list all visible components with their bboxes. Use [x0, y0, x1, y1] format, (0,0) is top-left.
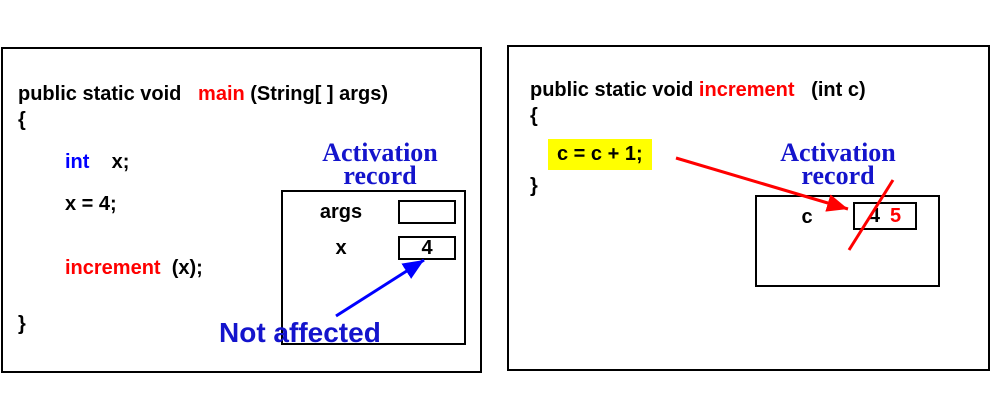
close-brace: } [18, 313, 26, 335]
keyword-main: main [198, 83, 245, 105]
x-value: 4 [421, 236, 433, 259]
x-value-box: 4 [398, 236, 456, 260]
keyword-increment: increment [698, 79, 795, 101]
signature-post: (String[ ] args) [244, 83, 389, 105]
call-rest: (x); [160, 257, 203, 279]
assignment-line: x = 4; [65, 193, 117, 215]
activation-title-line1: Activation [322, 138, 438, 167]
x-label: x [335, 237, 347, 259]
signature-pre: public static void [18, 83, 199, 105]
keyword-increment-call: increment [65, 257, 161, 279]
args-value-box [398, 200, 456, 224]
activation-record-title: Activation record [738, 140, 938, 190]
args-label: args [319, 201, 363, 223]
activation-title-line2: record [801, 161, 875, 190]
close-brace: } [530, 175, 538, 197]
signature-post: (int c) [794, 79, 866, 101]
c-new-value: 5 [890, 204, 902, 227]
main-signature-line: public static void main (String[ ] args) [18, 82, 388, 106]
activation-record-box: c 4 5 [755, 195, 940, 287]
declaration-line: int x; [65, 150, 129, 174]
highlighted-statement: c = c + 1; [548, 139, 652, 170]
declaration-rest: x; [89, 151, 130, 173]
not-affected-annotation: Not affected [219, 317, 381, 348]
activation-title-line2: record [343, 161, 417, 190]
call-line: increment (x); [65, 256, 203, 280]
keyword-int: int [65, 151, 90, 173]
signature-pre: public static void [530, 79, 699, 101]
c-old-value: 4 [868, 204, 880, 227]
open-brace: { [530, 105, 538, 127]
c-label: c [801, 206, 813, 228]
increment-signature-line: public static void increment (int c) [530, 78, 866, 102]
open-brace: { [18, 109, 26, 131]
activation-record-title: Activation record [280, 138, 480, 190]
c-value-box: 4 5 [853, 202, 917, 230]
main-method-panel: public static void main (String[ ] args)… [1, 47, 482, 373]
increment-method-panel: public static void increment (int c) { c… [507, 45, 990, 371]
